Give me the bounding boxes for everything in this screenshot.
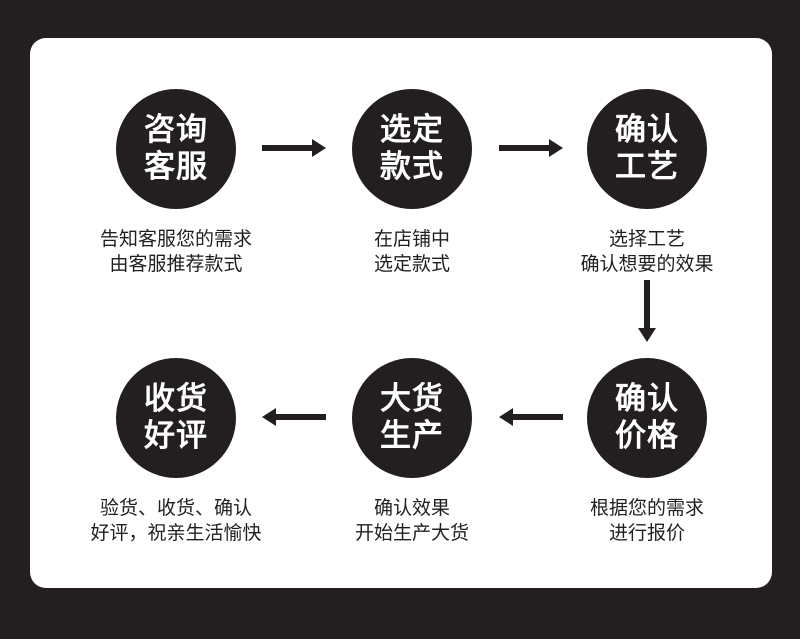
step-title-line: 确认 <box>615 112 679 148</box>
arrow-left-icon <box>499 408 563 426</box>
step-desc-line: 由客服推荐款式 <box>109 253 243 275</box>
step-desc-line: 开始生产大货 <box>354 522 469 544</box>
step-title-line: 生产 <box>380 418 444 454</box>
step-description: 验货、收货、确认 好评，祝亲生活愉快 <box>66 496 286 546</box>
step-title-line: 选定 <box>380 112 444 148</box>
step-desc-line: 选定款式 <box>373 253 450 275</box>
step-description: 在店铺中 选定款式 <box>302 227 522 277</box>
arrow-right-icon <box>499 139 563 157</box>
step-circle: 咨询 客服 <box>116 89 236 209</box>
step-circle: 收货 好评 <box>116 358 236 478</box>
arrow-left-icon <box>262 408 326 426</box>
step-description: 告知客服您的需求 由客服推荐款式 <box>66 227 286 277</box>
step-title-line: 确认 <box>615 381 679 417</box>
step-desc-line: 在店铺中 <box>373 228 450 250</box>
step-circle: 选定 款式 <box>352 89 472 209</box>
step-title-line: 价格 <box>615 418 679 454</box>
step-title-line: 款式 <box>380 149 444 185</box>
step-description: 确认效果 开始生产大货 <box>302 496 522 546</box>
step-desc-line: 根据您的需求 <box>589 497 704 519</box>
step-desc-line: 好评，祝亲生活愉快 <box>90 522 262 544</box>
arrow-right-icon <box>262 139 326 157</box>
step-circle: 大货 生产 <box>352 358 472 478</box>
step-desc-line: 验货、收货、确认 <box>99 497 252 519</box>
step-description: 选择工艺 确认想要的效果 <box>537 227 757 277</box>
arrow-down-icon <box>638 280 656 342</box>
step-circle: 确认 价格 <box>587 358 707 478</box>
step-desc-line: 确认想要的效果 <box>580 253 714 275</box>
step-circle: 确认 工艺 <box>587 89 707 209</box>
step-desc-line: 告知客服您的需求 <box>99 228 252 250</box>
step-description: 根据您的需求 进行报价 <box>537 496 757 546</box>
step-title-line: 咨询 <box>144 112 208 148</box>
step-desc-line: 进行报价 <box>608 522 685 544</box>
step-title-line: 好评 <box>144 418 208 454</box>
step-desc-line: 选择工艺 <box>608 228 685 250</box>
step-title-line: 大货 <box>380 381 444 417</box>
step-desc-line: 确认效果 <box>373 497 450 519</box>
step-title-line: 工艺 <box>615 149 679 185</box>
step-title-line: 收货 <box>144 381 208 417</box>
step-title-line: 客服 <box>144 149 208 185</box>
